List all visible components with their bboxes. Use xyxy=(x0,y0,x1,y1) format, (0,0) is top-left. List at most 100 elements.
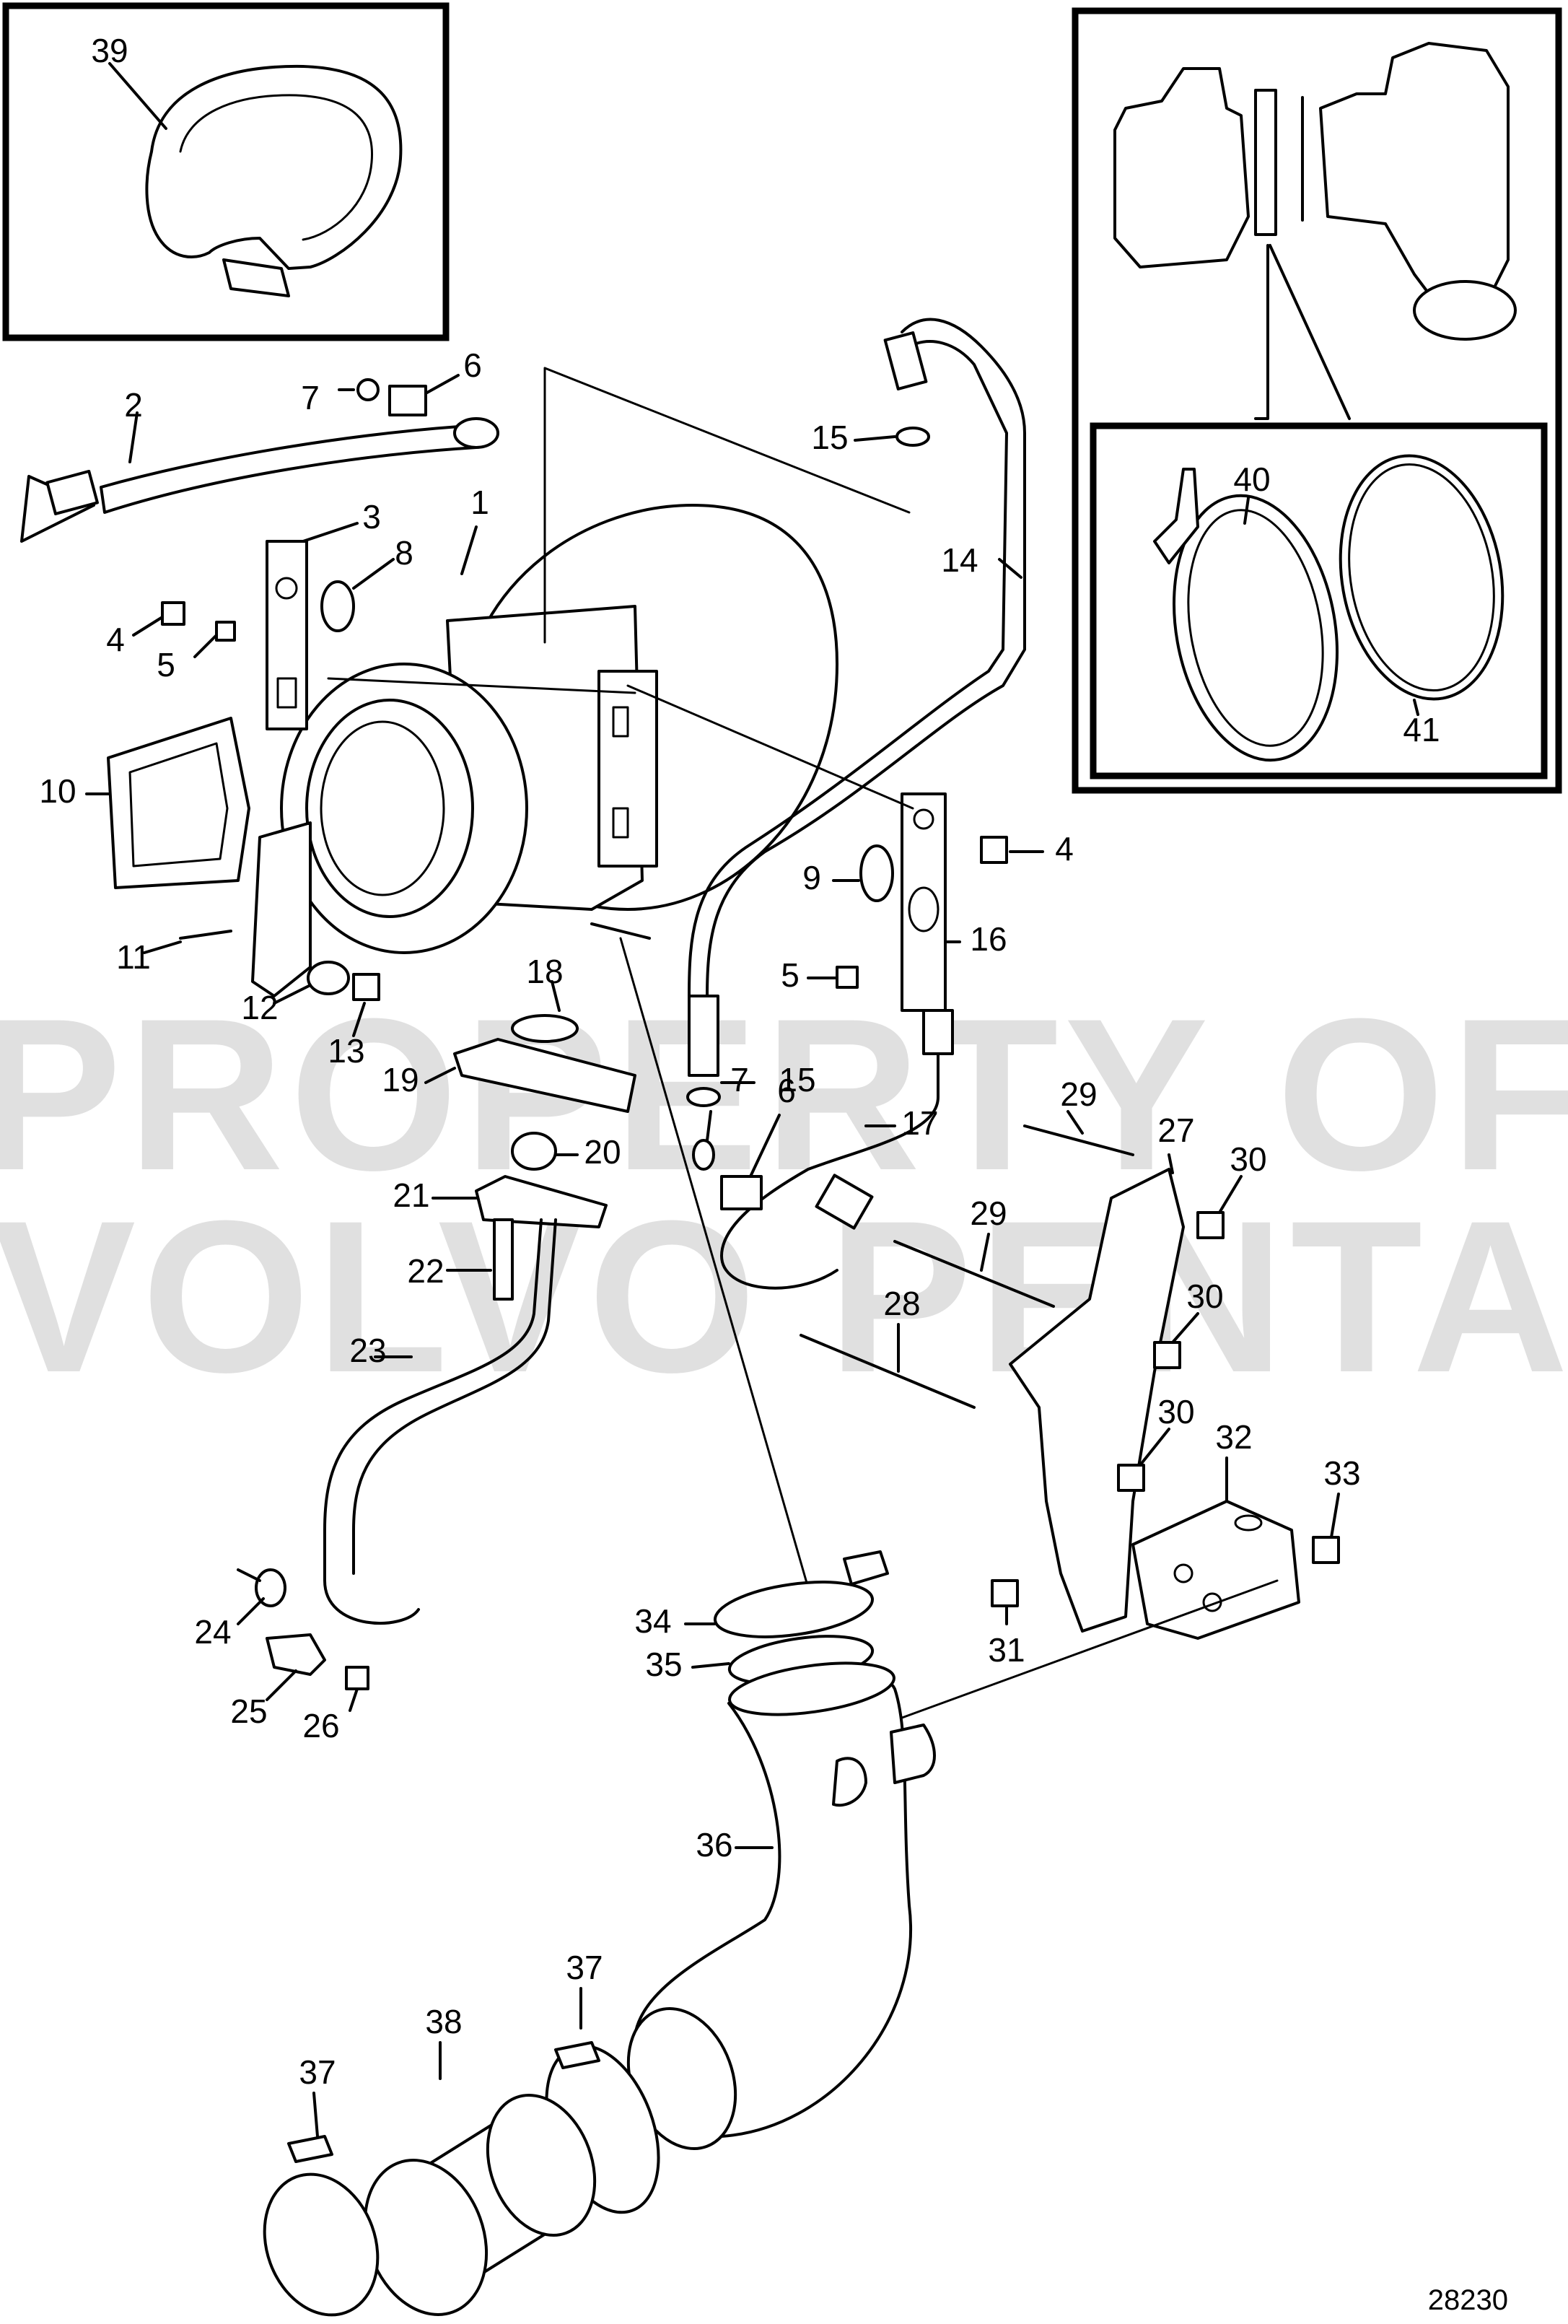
callout-20: 20 xyxy=(584,1133,621,1171)
callout-15-bottom: 15 xyxy=(779,1061,815,1098)
watermark-line-1: PROPERTY OF xyxy=(0,973,1568,1215)
compressor-housing xyxy=(1319,42,1510,305)
callout-1: 1 xyxy=(470,484,489,521)
gasket-ring-inner xyxy=(1348,463,1495,692)
bolt-4-left xyxy=(161,601,185,626)
inset-connector-2 xyxy=(1269,244,1351,420)
callout-5-left: 5 xyxy=(157,646,175,683)
callout-16: 16 xyxy=(970,920,1007,958)
bracket-32-slot xyxy=(1234,1514,1263,1532)
union-6-top xyxy=(388,385,427,416)
assembly-line-32 xyxy=(901,1579,1279,1719)
callout-6-top: 6 xyxy=(463,346,482,384)
callout-2: 2 xyxy=(124,386,143,424)
leader-26 xyxy=(349,1687,359,1712)
leader-12 xyxy=(273,984,312,1005)
v-clamp-bolt xyxy=(1153,468,1199,564)
watermark-line-2: VOLVO PENTA xyxy=(0,1175,1568,1417)
nut-13 xyxy=(352,973,380,1001)
bracket-27 xyxy=(1009,1168,1185,1633)
callout-31: 31 xyxy=(988,1631,1025,1669)
nut-30-c xyxy=(1117,1464,1145,1492)
drain-pipe-23-outer xyxy=(323,1218,543,1625)
leader-40 xyxy=(1243,497,1250,525)
leader-19 xyxy=(424,1067,456,1084)
inset-frame-left xyxy=(2,2,450,341)
leader-39 xyxy=(108,62,167,130)
leader-14 xyxy=(998,558,1022,579)
leader-2 xyxy=(128,411,139,463)
callout-38: 38 xyxy=(425,2003,462,2040)
leader-7-bottom xyxy=(706,1110,712,1142)
pipe-17-nut-top xyxy=(922,1009,954,1055)
callout-21: 21 xyxy=(393,1176,429,1214)
v-clamp-inner xyxy=(1187,509,1324,747)
clamp-section xyxy=(1254,89,1277,236)
nut-30-a xyxy=(1196,1211,1225,1239)
bolt-31 xyxy=(991,1579,1019,1607)
callout-40: 40 xyxy=(1233,460,1270,498)
spacer-12 xyxy=(307,961,350,995)
leader-29-upper xyxy=(1066,1110,1084,1135)
bolt-5-right xyxy=(836,966,859,989)
gasket-10-group: 10 11 12 13 xyxy=(39,717,380,1070)
leader-29-lower xyxy=(980,1233,990,1272)
flange-3-group: 3 8 4 5 xyxy=(106,498,636,730)
callout-5-right: 5 xyxy=(781,956,800,994)
callout-35: 35 xyxy=(645,1646,682,1683)
callout-37-upper: 37 xyxy=(566,1949,603,1986)
oil-pipe-2: 2 7 6 xyxy=(20,346,499,543)
turbocharger: 1 xyxy=(251,484,838,997)
leader-41 xyxy=(1413,699,1419,716)
flange-16 xyxy=(901,792,947,1012)
callout-30-b: 30 xyxy=(1186,1277,1223,1315)
o-ring-18 xyxy=(511,1014,579,1043)
leader-25 xyxy=(266,1669,297,1701)
oil-line-14-nut-top xyxy=(883,331,928,390)
turbine-housing xyxy=(1113,67,1250,268)
inset-subframe xyxy=(1090,422,1548,779)
leader-35 xyxy=(691,1662,730,1669)
leader-15-top xyxy=(854,435,896,442)
callout-7-bottom: 7 xyxy=(730,1061,749,1098)
drain-pipe-23-inner xyxy=(352,1218,557,1575)
heat-shield xyxy=(145,64,403,270)
washer-7-bottom xyxy=(692,1139,715,1171)
flange-3-slot xyxy=(276,677,297,709)
compressor-inlet xyxy=(305,699,474,918)
leader-1 xyxy=(460,525,478,575)
leader-6-bottom xyxy=(749,1114,781,1178)
flange-16-port xyxy=(908,886,940,932)
leader-13 xyxy=(352,1002,366,1037)
callout-13: 13 xyxy=(328,1032,364,1070)
bolt-22 xyxy=(493,1218,514,1301)
bracket-32-hole-1 xyxy=(1173,1563,1193,1583)
gasket-ring xyxy=(1339,454,1505,701)
assembly-line-3 xyxy=(327,677,636,694)
leader-30-a xyxy=(1218,1175,1243,1214)
leader-30-b xyxy=(1171,1312,1199,1344)
compressor-outlet xyxy=(1413,280,1517,341)
leader-33 xyxy=(1330,1493,1340,1539)
leader-18 xyxy=(551,980,561,1012)
oil-line-14-nut-bottom xyxy=(688,995,719,1077)
oil-line-14-path-2 xyxy=(688,340,1008,997)
leader-5-left xyxy=(193,634,218,658)
compressor-inlet-inner xyxy=(320,720,445,896)
callout-24: 24 xyxy=(194,1613,231,1651)
flange-slot-2 xyxy=(612,807,629,839)
callout-36: 36 xyxy=(696,1826,732,1864)
pipe-2-hose xyxy=(100,424,478,514)
bolt-4-right xyxy=(980,836,1008,864)
assembly-line-14a xyxy=(543,367,911,514)
o-ring-15-top xyxy=(895,427,930,447)
bolt-33 xyxy=(1312,1536,1340,1564)
adapter-19 xyxy=(453,1038,636,1113)
hose-38-end-b xyxy=(486,2094,597,2237)
heat-shield-tab xyxy=(222,258,290,297)
o-ring-15-bottom xyxy=(686,1087,721,1107)
turbo-drain-stub xyxy=(590,922,651,940)
outlet-hose-group: 37 38 37 xyxy=(263,1949,660,2317)
